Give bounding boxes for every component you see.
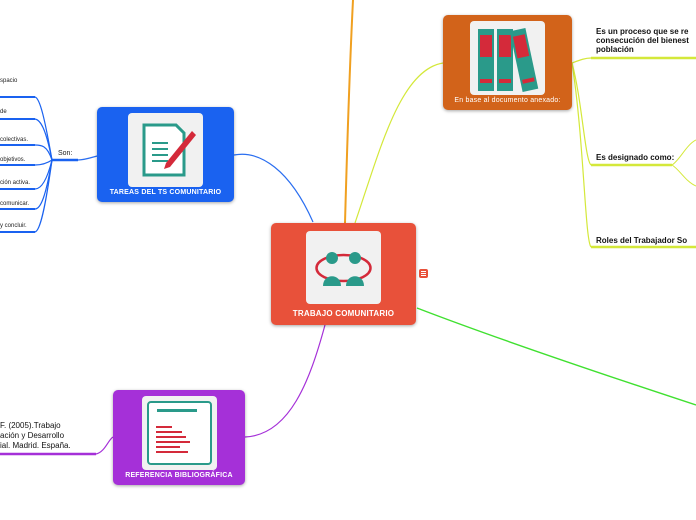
book-list-icon [142,396,217,470]
documento-node[interactable]: En base al documento anexado: [443,15,572,110]
referencia-text[interactable]: F. (2005).Trabajo ación y Desarrollo ial… [0,421,71,451]
binders-icon [470,21,545,95]
referencia-node[interactable]: REFERENCIA BIBLIOGRÁFICA [113,390,245,485]
two-people-circle-icon [306,231,381,304]
tareas-item-2[interactable]: de [0,109,7,115]
tareas-item-6[interactable]: comunicar. [0,201,30,207]
document-pen-icon [128,113,203,187]
documento-item-2[interactable]: Es designado como: [596,153,674,162]
documento-item-2-line-1: Es designado como: [596,153,675,162]
tareas-item-3[interactable]: colectivas. [0,137,29,143]
tareas-item-1[interactable]: spacio [0,78,18,84]
tareas-item-5[interactable]: ción activa. [0,180,31,186]
documento-item-1[interactable]: Es un proceso que se re consecución del … [596,27,689,54]
referencia-line-2: ación y Desarrollo [0,431,65,440]
tareas-node[interactable]: TAREAS DEL TS COMUNITARIO [97,107,234,202]
documento-item-1-line-2: consecución del bienest [596,36,689,45]
referencia-label: REFERENCIA BIBLIOGRÁFICA [125,472,233,479]
son-connector-label: Son: [58,150,73,157]
documento-item-1-line-1: Es un proceso que se re [596,27,689,36]
tareas-label: TAREAS DEL TS COMUNITARIO [109,189,222,196]
documento-item-3-line-1: Roles del Trabajador So [596,236,688,245]
documento-item-1-line-3: población [596,45,634,54]
documento-label: En base al documento anexado: [454,97,561,104]
tareas-item-4[interactable]: objetivos. [0,157,26,163]
referencia-line-1: F. (2005).Trabajo [0,421,61,430]
central-topic-node[interactable]: TRABAJO COMUNITARIO [271,223,416,325]
tareas-item-7[interactable]: y concluir. [0,223,27,229]
notes-icon[interactable] [419,269,428,278]
referencia-line-3: ial. Madrid. España. [0,441,71,450]
central-topic-label: TRABAJO COMUNITARIO [292,309,395,318]
documento-item-3[interactable]: Roles del Trabajador So [596,236,687,245]
